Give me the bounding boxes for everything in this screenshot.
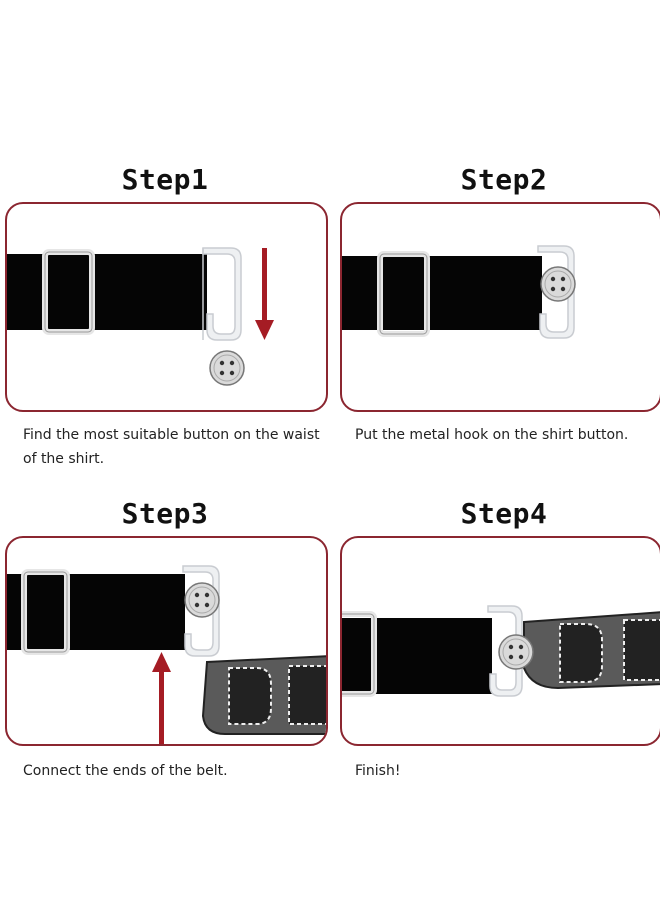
shirt-button-icon: [540, 266, 576, 302]
slide-buckle-icon: [377, 251, 430, 337]
arrow-icon: [255, 248, 274, 340]
step3-title: Step3: [121, 497, 209, 530]
step3-caption: Connect the ends of the belt.: [23, 763, 228, 779]
step4-caption: Finish!: [355, 763, 401, 779]
belt-strap: [342, 256, 542, 330]
metal-hook-icon: [537, 245, 575, 339]
step2-illustration: [342, 245, 576, 339]
metal-hook-icon: [202, 247, 242, 341]
belt-strap: [7, 574, 185, 650]
step4-panel: [340, 536, 660, 746]
shirt-button-icon: [498, 634, 534, 670]
belt-end-gray: [201, 655, 326, 735]
shirt-button-icon: [209, 350, 245, 386]
shirt-button-icon: [184, 582, 220, 618]
step1-illustration: [7, 247, 274, 386]
slide-buckle-icon: [42, 249, 95, 335]
step4-title: Step4: [460, 497, 548, 530]
step2-caption: Put the metal hook on the shirt button.: [355, 427, 629, 443]
step3-panel: [5, 536, 328, 746]
slide-buckle-icon: [342, 611, 377, 697]
step3-illustration: [7, 565, 326, 744]
step1-caption: Find the most suitable button on the wai…: [23, 427, 320, 467]
metal-hook-icon: [182, 565, 220, 657]
slide-buckle-icon: [21, 569, 70, 655]
step1-title: Step1: [121, 163, 209, 196]
step2-title: Step2: [460, 163, 548, 196]
belt-end-gray: [523, 611, 660, 690]
belt-strap: [7, 254, 207, 330]
step2-panel: [340, 202, 660, 412]
arrow-icon: [152, 652, 171, 744]
step4-illustration: [342, 605, 660, 697]
belt-strap: [342, 618, 492, 694]
step1-panel: [5, 202, 328, 412]
